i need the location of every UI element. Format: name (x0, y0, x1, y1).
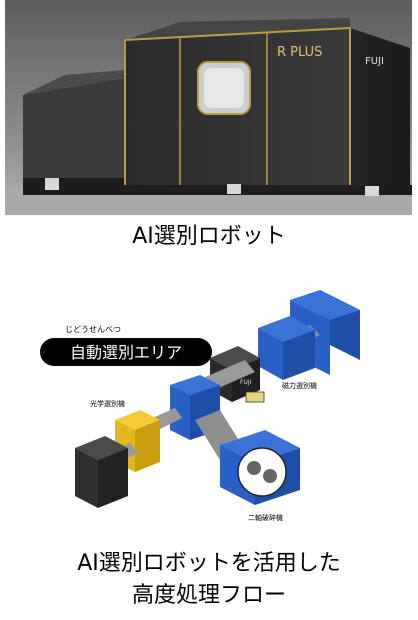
side-logo: FUJI (365, 56, 384, 67)
caption-bottom-line1: AI選別ロボットを活用した (77, 551, 341, 576)
caption-top: AI選別ロボット (132, 224, 286, 249)
optical-label: 光学選別機 (90, 399, 125, 408)
flow-diagram: じどうせんべつ 自動選別エリア 磁力選別機 FUJI (20, 280, 400, 530)
area-label: 自動選別エリア (70, 343, 182, 362)
brand-logo: R PLUS (277, 45, 322, 60)
area-label-ruby: じどうせんべつ (65, 325, 121, 334)
shaft-label: 二軸破砕機 (248, 513, 283, 522)
robot-badge: FUJI (240, 379, 252, 386)
area-label-badge (40, 338, 212, 366)
flow-diagram-image: じどうせんべつ 自動選別エリア 磁力選別機 FUJI (40, 290, 360, 522)
magnetic-label: 磁力選別機 (282, 381, 317, 390)
robot-photo: R PLUS FUJI (5, 0, 412, 215)
caption-bottom: AI選別ロボットを活用した 高度処理フロー (0, 548, 418, 612)
caption-bottom-line2: 高度処理フロー (131, 583, 286, 608)
robot-photo-image: R PLUS FUJI (5, 0, 412, 215)
